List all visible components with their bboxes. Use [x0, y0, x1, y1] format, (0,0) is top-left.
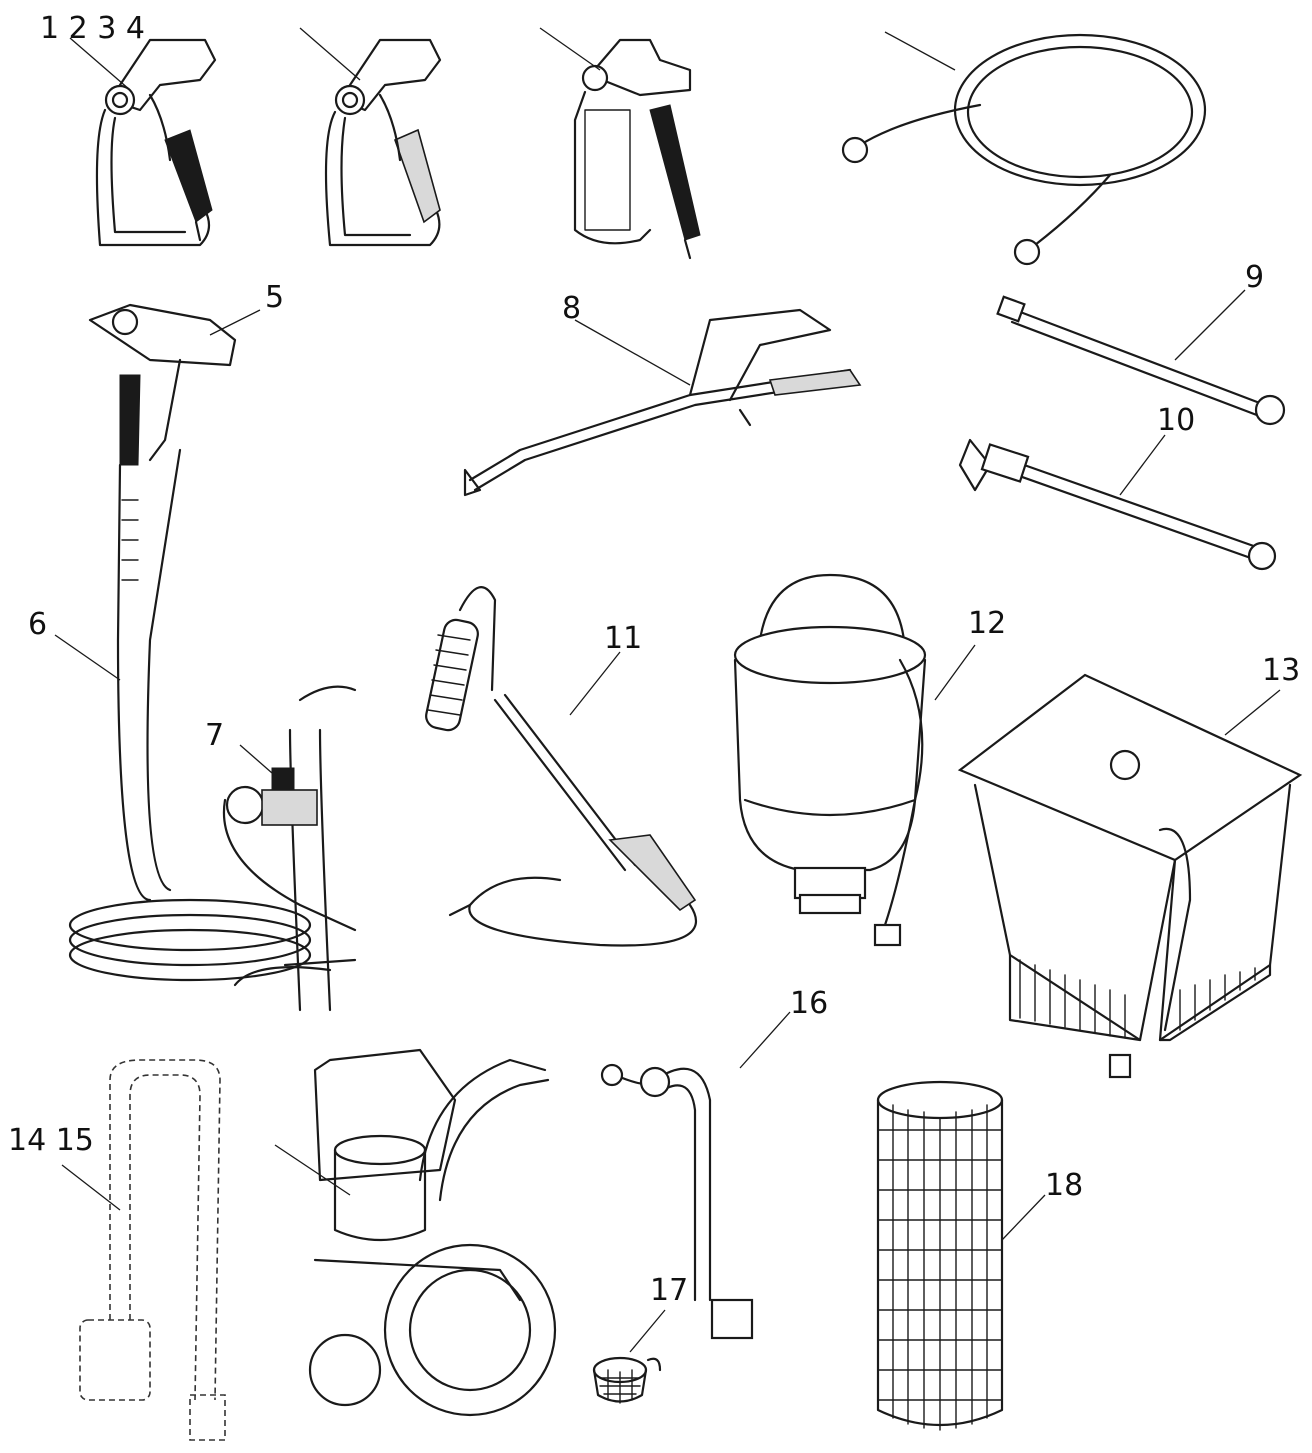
callout-12: 12	[968, 606, 1006, 641]
extension-10-illustration	[958, 434, 1277, 571]
callout-5: 5	[265, 280, 284, 315]
hopper-illustration	[957, 673, 1303, 1079]
callout-11: 11	[604, 621, 642, 656]
air-regulator-illustration	[222, 685, 357, 1012]
high-pressure-hose-illustration	[841, 31, 1207, 266]
callout-1-2-3-4: 1 2 3 4	[40, 11, 145, 46]
suction-tube-illustration	[61, 1059, 226, 1441]
callout-13: 13	[1262, 653, 1300, 688]
mesh-filter-illustration	[876, 1080, 1046, 1431]
return-tube-illustration	[600, 1011, 791, 1340]
spray-gun-b-illustration	[299, 27, 442, 247]
material-cup-illustration	[733, 573, 976, 947]
spray-gun-a-illustration	[69, 37, 217, 247]
callout-10: 10	[1157, 403, 1195, 438]
sprayer-frame-illustration	[274, 1048, 557, 1417]
callout-18: 18	[1045, 1168, 1083, 1203]
callout-7: 7	[205, 718, 224, 753]
callout-17: 17	[650, 1273, 688, 1308]
extension-gun-illustration	[463, 308, 862, 497]
hvlp-gun-illustration	[54, 303, 312, 982]
strainer-illustration	[592, 1309, 666, 1404]
callout-6: 6	[28, 607, 47, 642]
extension-9-illustration	[996, 289, 1286, 426]
callout-9: 9	[1245, 260, 1264, 295]
spray-gun-c-illustration	[539, 27, 701, 260]
roller-extension-illustration	[425, 586, 697, 947]
callout-14-15: 14 15	[8, 1123, 94, 1158]
callout-16: 16	[790, 986, 828, 1021]
callout-8: 8	[562, 291, 581, 326]
